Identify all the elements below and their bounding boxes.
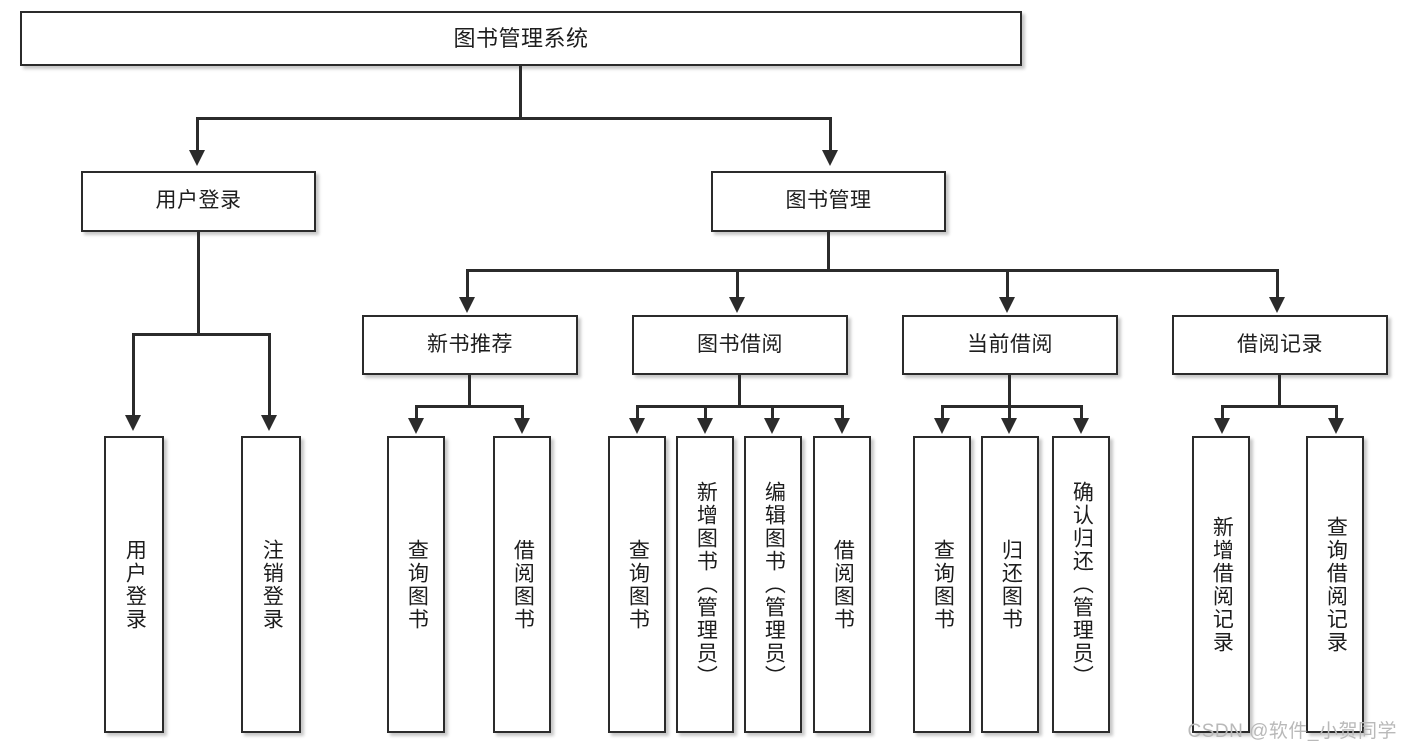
node-label: 图书借阅 xyxy=(697,332,783,356)
connector-borrow-record-drop-2 xyxy=(1335,405,1338,421)
connector-user-login-bus xyxy=(132,333,271,336)
leaf-borrow-record-add[interactable]: 新增借阅记录 xyxy=(1192,436,1250,733)
arrowhead-level2-2 xyxy=(729,297,745,313)
node-label: 用户登录 xyxy=(155,189,242,213)
connector-new-book-drop-2 xyxy=(521,405,524,421)
arrowhead-new-book-leaf-2 xyxy=(514,418,530,434)
node-label: 注销登录 xyxy=(260,538,284,631)
connector-new-book-bus xyxy=(415,405,524,408)
node-label: 借阅图书 xyxy=(511,538,535,631)
connector-user-login-drop-2 xyxy=(268,333,271,418)
connector-book-mgmt-bus xyxy=(466,269,1278,272)
node-book-borrow[interactable]: 图书借阅 xyxy=(632,315,848,375)
node-label: 新书推荐 xyxy=(427,332,513,356)
connector-current-borrow-drop-2 xyxy=(1008,405,1011,421)
connector-current-borrow-drop-3 xyxy=(1080,405,1083,421)
leaf-current-borrow-query[interactable]: 查询图书 xyxy=(913,436,971,733)
connector-root-stem xyxy=(519,66,522,119)
connector-book-borrow-bus xyxy=(636,405,844,408)
arrowhead-book-borrow-leaf-4 xyxy=(834,418,850,434)
leaf-new-book-query[interactable]: 查询图书 xyxy=(387,436,445,733)
arrowhead-user-login xyxy=(189,150,205,166)
arrowhead-level2-3 xyxy=(999,297,1015,313)
node-user-login[interactable]: 用户登录 xyxy=(81,171,316,232)
arrowhead-book-borrow-leaf-2 xyxy=(697,418,713,434)
node-label: 查询图书 xyxy=(931,538,955,631)
node-label: 新增图书（管理员） xyxy=(694,481,718,688)
leaf-current-borrow-return[interactable]: 归还图书 xyxy=(981,436,1039,733)
arrowhead-leaf-user-login-1 xyxy=(125,415,141,431)
connector-root-to-book-mgmt xyxy=(829,117,832,153)
connector-current-borrow-stem xyxy=(1008,375,1011,407)
node-label: 归还图书 xyxy=(999,538,1023,631)
leaf-book-borrow-borrow[interactable]: 借阅图书 xyxy=(813,436,871,733)
connector-book-borrow-stem xyxy=(738,375,741,407)
connector-book-borrow-drop-4 xyxy=(841,405,844,421)
arrowhead-current-borrow-leaf-1 xyxy=(934,418,950,434)
node-current-borrow[interactable]: 当前借阅 xyxy=(902,315,1118,375)
node-book-management[interactable]: 图书管理 xyxy=(711,171,946,232)
connector-book-mgmt-drop-1 xyxy=(466,269,469,301)
connector-borrow-record-stem xyxy=(1278,375,1281,407)
connector-book-mgmt-drop-3 xyxy=(1006,269,1009,301)
node-borrow-record[interactable]: 借阅记录 xyxy=(1172,315,1388,375)
connector-borrow-record-bus xyxy=(1221,405,1338,408)
arrowhead-book-mgmt xyxy=(822,150,838,166)
arrowhead-level2-4 xyxy=(1269,297,1285,313)
connector-borrow-record-drop-1 xyxy=(1221,405,1224,421)
connector-book-borrow-drop-2 xyxy=(704,405,707,421)
node-label: 用户登录 xyxy=(123,538,147,631)
node-label: 确认归还（管理员） xyxy=(1070,481,1094,688)
connector-user-login-drop-1 xyxy=(132,333,135,418)
arrowhead-book-borrow-leaf-3 xyxy=(764,418,780,434)
connector-book-borrow-drop-3 xyxy=(771,405,774,421)
node-label: 借阅记录 xyxy=(1237,332,1323,356)
node-root-system[interactable]: 图书管理系统 xyxy=(20,11,1022,66)
connector-new-book-stem xyxy=(468,375,471,407)
node-label: 图书管理 xyxy=(785,189,872,213)
leaf-new-book-borrow[interactable]: 借阅图书 xyxy=(493,436,551,733)
node-label: 图书管理系统 xyxy=(453,25,589,51)
node-label: 当前借阅 xyxy=(967,332,1053,356)
leaf-user-login-login[interactable]: 用户登录 xyxy=(104,436,164,733)
connector-book-borrow-drop-1 xyxy=(636,405,639,421)
leaf-book-borrow-add[interactable]: 新增图书（管理员） xyxy=(676,436,734,733)
leaf-book-borrow-edit[interactable]: 编辑图书（管理员） xyxy=(744,436,802,733)
connector-new-book-drop-1 xyxy=(415,405,418,421)
connector-book-mgmt-drop-4 xyxy=(1276,269,1279,301)
arrowhead-new-book-leaf-1 xyxy=(408,418,424,434)
arrowhead-borrow-record-leaf-2 xyxy=(1328,418,1344,434)
leaf-book-borrow-query[interactable]: 查询图书 xyxy=(608,436,666,733)
connector-book-mgmt-drop-2 xyxy=(736,269,739,301)
connector-user-login-stem xyxy=(197,232,200,335)
arrowhead-book-borrow-leaf-1 xyxy=(629,418,645,434)
arrowhead-current-borrow-leaf-3 xyxy=(1073,418,1089,434)
connector-current-borrow-bus xyxy=(941,405,1083,408)
node-label: 编辑图书（管理员） xyxy=(762,481,786,688)
connector-root-to-user-login xyxy=(196,117,199,153)
arrowhead-borrow-record-leaf-1 xyxy=(1214,418,1230,434)
arrowhead-current-borrow-leaf-2 xyxy=(1001,418,1017,434)
node-label: 新增借阅记录 xyxy=(1210,515,1234,654)
node-label: 查询借阅记录 xyxy=(1324,515,1348,654)
node-label: 查询图书 xyxy=(405,538,429,631)
connector-book-mgmt-stem xyxy=(827,232,830,271)
node-label: 借阅图书 xyxy=(831,538,855,631)
leaf-user-login-logout[interactable]: 注销登录 xyxy=(241,436,301,733)
leaf-borrow-record-query[interactable]: 查询借阅记录 xyxy=(1306,436,1364,733)
leaf-current-borrow-confirm[interactable]: 确认归还（管理员） xyxy=(1052,436,1110,733)
arrowhead-level2-1 xyxy=(459,297,475,313)
connector-current-borrow-drop-1 xyxy=(941,405,944,421)
connector-root-bus xyxy=(196,117,832,120)
node-label: 查询图书 xyxy=(626,538,650,631)
arrowhead-leaf-user-login-2 xyxy=(261,415,277,431)
node-new-book-recommend[interactable]: 新书推荐 xyxy=(362,315,578,375)
